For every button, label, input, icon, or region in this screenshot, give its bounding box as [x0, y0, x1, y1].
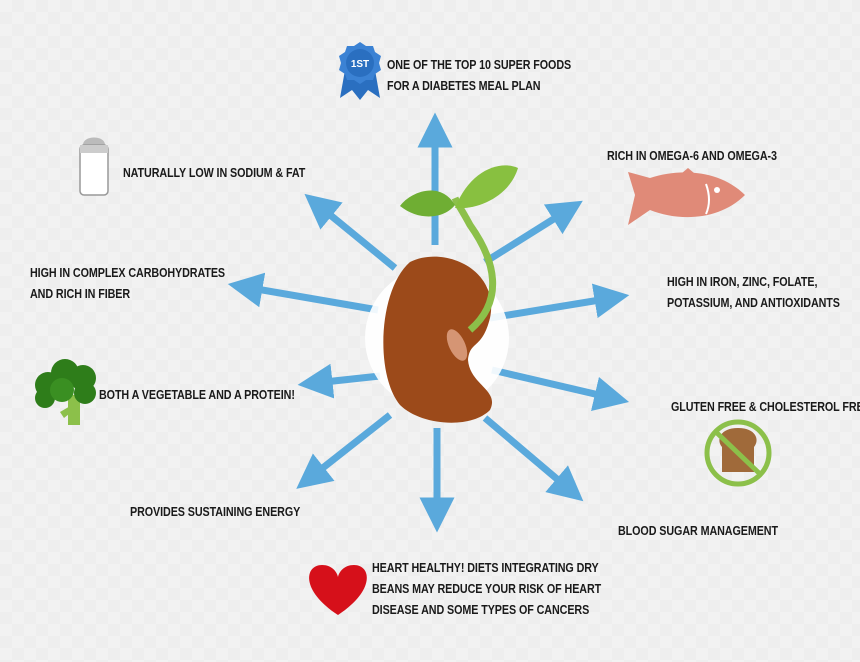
- ribbon-badge-icon: 1ST: [339, 42, 381, 100]
- bean-sprout-icon: [365, 165, 518, 423]
- label-top-superfood: ONE OF THE TOP 10 SUPER FOODS FOR A DIAB…: [387, 58, 572, 93]
- arrow-right: [489, 283, 630, 322]
- label-blood-sugar: BLOOD SUGAR MANAGEMENT: [618, 524, 778, 538]
- arrow-lower-left: [296, 412, 393, 489]
- arrow-mid-left: [297, 363, 381, 399]
- heart-icon: [309, 565, 367, 615]
- broccoli-icon: [35, 359, 96, 425]
- label-iron: HIGH IN IRON, ZINC, FOLATE, POTASSIUM, A…: [667, 275, 840, 310]
- arrow-upper-left: [304, 193, 398, 271]
- arrows: [227, 112, 630, 533]
- label-carbohydrates: HIGH IN COMPLEX CARBOHYDRATES AND RICH I…: [30, 266, 226, 301]
- fish-icon: [628, 168, 745, 225]
- arrow-lower-right: [482, 415, 584, 502]
- salt-shaker-icon: [79, 137, 109, 196]
- no-bread-icon: [704, 419, 772, 487]
- label-heart-healthy: HEART HEALTHY! DIETS INTEGRATING DRY BEA…: [372, 561, 602, 617]
- badge-text: 1ST: [351, 59, 369, 70]
- label-gluten-free: GLUTEN FREE & CHOLESTEROL FREE: [671, 400, 860, 414]
- arrow-mid-right: [491, 366, 630, 412]
- arrow-left: [227, 272, 379, 314]
- label-sodium: NATURALLY LOW IN SODIUM & FAT: [123, 166, 306, 180]
- label-energy: PROVIDES SUSTAINING ENERGY: [130, 505, 301, 519]
- arrow-upper-right: [483, 200, 583, 265]
- label-vegetable-protein: BOTH A VEGETABLE AND A PROTEIN!: [99, 388, 295, 402]
- label-omega: RICH IN OMEGA-6 AND OMEGA-3: [607, 149, 777, 163]
